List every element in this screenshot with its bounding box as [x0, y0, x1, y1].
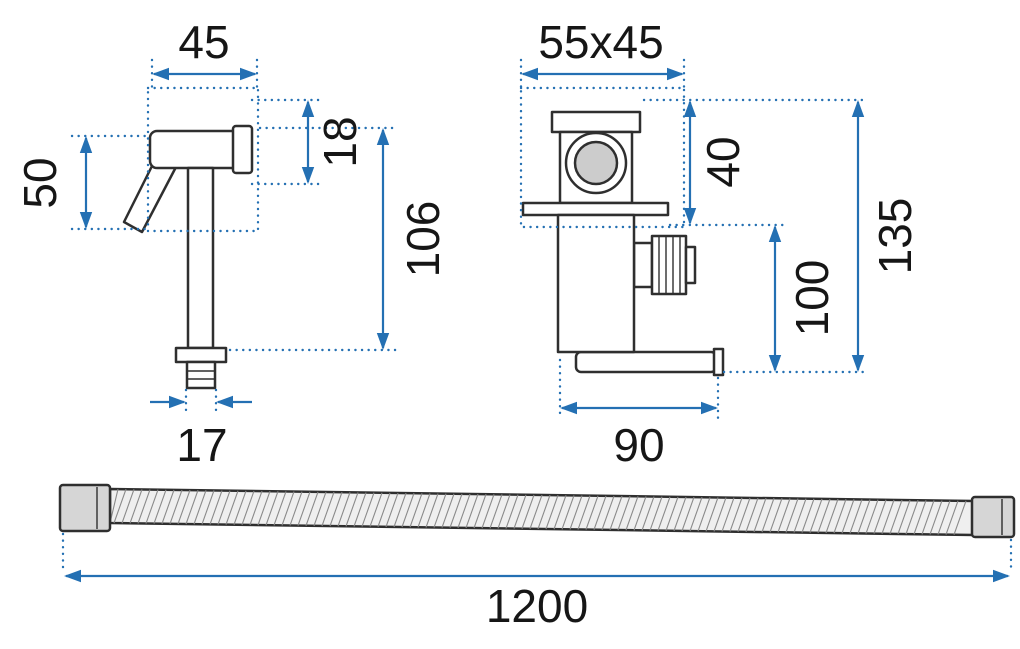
- valve-connector-tip: [684, 245, 697, 285]
- dim-spout-reach-label: 90: [613, 419, 664, 471]
- arrowhead-icon: [851, 355, 865, 372]
- arrowhead-icon: [376, 128, 390, 145]
- valve-threaded-connector: [650, 234, 688, 296]
- arrowhead-icon: [683, 208, 697, 225]
- arrowhead-icon: [768, 225, 782, 242]
- dim-head-thickness-label: 18: [314, 116, 366, 167]
- sprayer-drawing: [122, 124, 254, 390]
- valve-connector-threads: [658, 236, 681, 294]
- dim-body-length-label: 106: [397, 201, 449, 278]
- dim-connector-width-label: 17: [176, 419, 227, 471]
- sprayer-collar: [174, 346, 228, 364]
- arrowhead-icon: [768, 355, 782, 372]
- arrowhead-icon: [301, 167, 315, 184]
- hose-left-fitting: [58, 483, 112, 533]
- sprayer-head-cap: [231, 124, 254, 175]
- arrowhead-icon: [683, 100, 697, 117]
- hose-braid-texture: [109, 488, 967, 535]
- arrowhead-icon: [701, 401, 718, 415]
- arrowhead-icon: [152, 67, 169, 81]
- valve-knob-inner: [573, 140, 619, 186]
- dim-hose-length-label: 1200: [486, 580, 588, 632]
- valve-outlet-stub: [632, 241, 654, 289]
- arrowhead-icon: [169, 395, 186, 409]
- arrowhead-icon: [851, 100, 865, 117]
- dim-head-height-label: 50: [14, 157, 66, 208]
- valve-ref-box: [519, 86, 686, 229]
- arrowhead-icon: [376, 333, 390, 350]
- sprayer-nozzle: [185, 360, 217, 390]
- valve-lower-body: [556, 213, 636, 354]
- valve-dimensions: 55x45 40 100 135 90: [519, 16, 921, 471]
- arrowhead-icon: [560, 401, 577, 415]
- arrowhead-icon: [993, 569, 1010, 583]
- dim-total-height-label: 135: [869, 198, 921, 275]
- valve-top-cap: [550, 110, 642, 134]
- sprayer-nozzle-threads: [187, 370, 215, 380]
- hose-dimensions: 1200: [61, 532, 1013, 632]
- arrowhead-icon: [667, 67, 684, 81]
- valve-mounting-plate: [521, 201, 670, 217]
- sprayer-ref-box: [146, 86, 260, 233]
- dim-lower-height-label: 100: [786, 260, 838, 337]
- valve-drawing: [521, 110, 725, 377]
- dim-head-width-label: 45: [178, 16, 229, 68]
- dim-faceplate-label: 55x45: [538, 16, 663, 68]
- arrowhead-icon: [301, 100, 315, 117]
- valve-spout-end-cap: [712, 347, 725, 377]
- arrowhead-icon: [79, 212, 93, 229]
- sprayer-dimensions: 45 50 18 106 17: [14, 16, 449, 471]
- hose-right-fitting: [970, 495, 1016, 539]
- arrowhead-icon: [216, 395, 233, 409]
- hose-drawing: [58, 483, 1016, 539]
- arrowhead-icon: [64, 569, 81, 583]
- sprayer-tube: [186, 166, 215, 350]
- dim-upper-height-label: 40: [697, 136, 749, 187]
- arrowhead-icon: [79, 136, 93, 153]
- arrowhead-icon: [521, 67, 538, 81]
- arrowhead-icon: [240, 67, 257, 81]
- valve-spout: [574, 350, 718, 374]
